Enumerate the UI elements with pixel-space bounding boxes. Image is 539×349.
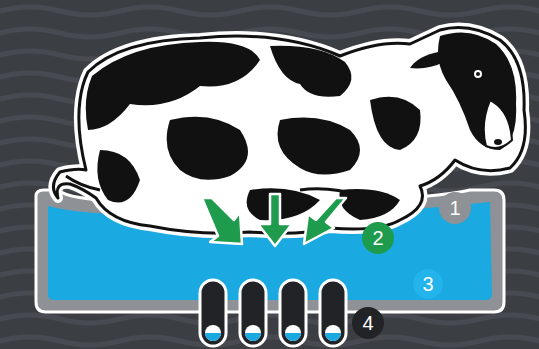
water-drop: [245, 325, 261, 341]
valve-tube: [200, 280, 226, 346]
water-drop-fill: [285, 333, 301, 341]
callout-circle: [413, 269, 443, 299]
cow: [53, 28, 525, 234]
water-drop-fill: [205, 333, 221, 341]
callout-circle: [439, 192, 471, 224]
valve-tubes: [200, 280, 346, 346]
callout-circle: [352, 307, 384, 339]
valve-tube: [280, 280, 306, 346]
callout-number: 1: [449, 198, 460, 218]
water-drop: [285, 325, 301, 341]
water-drop: [325, 325, 341, 341]
callout-number: 2: [372, 228, 383, 248]
valve-tube: [320, 280, 346, 346]
callout-number: 3: [422, 274, 433, 294]
water-drop: [205, 325, 221, 341]
valve-tube: [240, 280, 266, 346]
pressure-arrows: [202, 194, 346, 246]
water-drop-fill: [245, 333, 261, 341]
callout-circle: [362, 222, 394, 254]
water-drop-fill: [325, 333, 341, 341]
callout-number: 4: [362, 313, 373, 333]
